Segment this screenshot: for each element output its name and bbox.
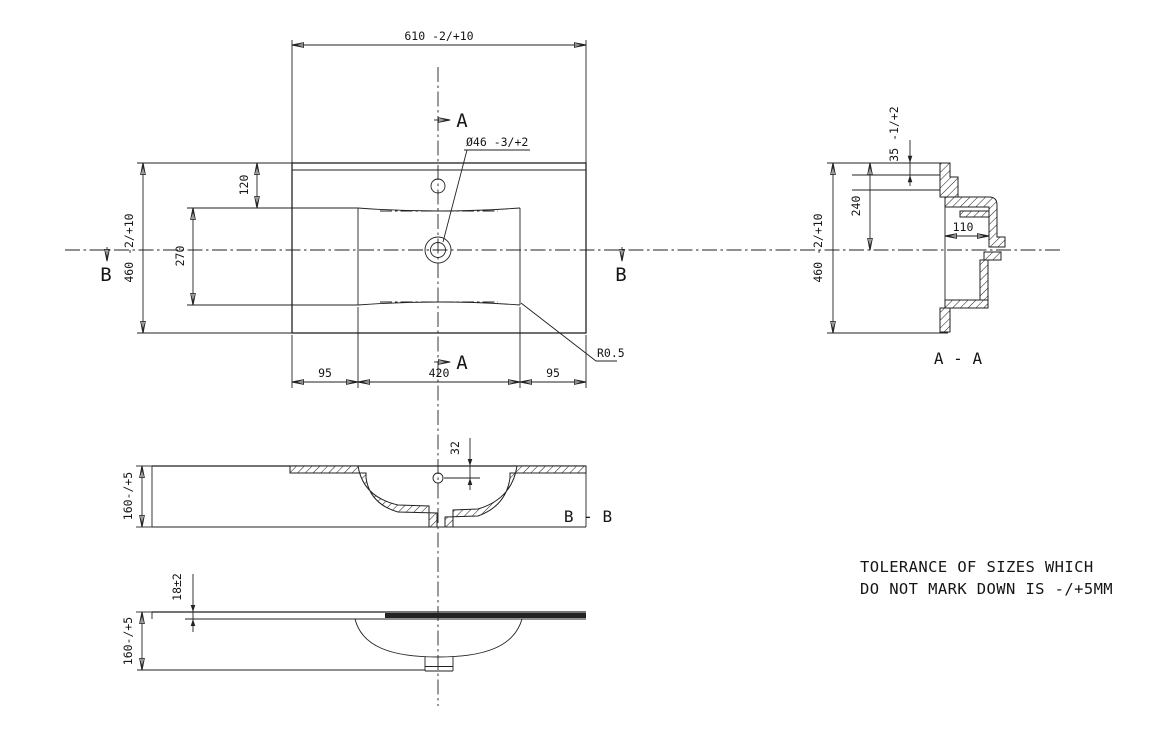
aa-hatched-profile: [939, 162, 1006, 333]
section-marker-b-left: B: [100, 247, 112, 286]
bb-hatched-left: [289, 465, 438, 528]
dim-420-text: 420: [429, 366, 450, 380]
dim-240-text: 240: [849, 196, 863, 217]
section-a-bottom-text: A: [456, 352, 468, 374]
dim-110: 110: [944, 220, 990, 239]
front-view: 18±2 160-/+5: [121, 573, 586, 672]
section-aa-label: A - A: [934, 349, 983, 368]
dim-120-text: 120: [237, 175, 251, 196]
radius-callout-text: R0.5: [597, 346, 625, 360]
dim-35-text: 35 -1/+2: [887, 106, 901, 161]
section-marker-b-right: B: [615, 247, 627, 286]
dim-32-text: 32: [448, 441, 462, 455]
dim-32: 32: [448, 438, 473, 490]
dim-18-text: 18±2: [170, 573, 184, 601]
basin-outline: [357, 207, 521, 306]
waste-hole-circles: [424, 236, 452, 264]
section-a-top-text: A: [456, 110, 468, 132]
bb-outline: [151, 465, 587, 528]
radius-callout: R0.5: [520, 302, 625, 362]
dim-bottom-row: 95 420 95: [291, 307, 587, 388]
section-marker-a-bottom: A: [434, 352, 468, 374]
front-slab: [151, 611, 586, 620]
dim-35: 35 -1/+2: [887, 106, 913, 186]
dim-110-text: 110: [953, 220, 974, 234]
tolerance-note-line2: DO NOT MARK DOWN IS -/+5MM: [860, 580, 1113, 598]
dim-160-front-text: 160-/+5: [121, 617, 135, 665]
front-bowl-curve: [354, 618, 523, 658]
tolerance-note: TOLERANCE OF SIZES WHICH DO NOT MARK DOW…: [860, 558, 1113, 598]
bb-tap-hole: [432, 472, 444, 484]
dim-610: 610 -2/+10: [291, 29, 587, 163]
section-aa-view: 460 -2/+10 240 35 -1/+2 110 A - A: [811, 106, 1006, 368]
dim-270-text: 270: [173, 246, 187, 267]
tap-hole-circle: [430, 178, 446, 194]
bb-hatched-right: [444, 465, 587, 528]
dim-120: 120: [187, 162, 358, 209]
front-drain-stub: [424, 657, 454, 672]
tolerance-note-line1: TOLERANCE OF SIZES WHICH: [860, 558, 1094, 576]
dim-95-left-text: 95: [318, 366, 332, 380]
section-marker-a-top: A: [434, 110, 468, 132]
plan-view: 610 -2/+10 460 -2/+10 120 270: [100, 29, 627, 388]
plan-outline: [291, 162, 587, 334]
dim-460-aa-text: 460 -2/+10: [811, 213, 825, 282]
dim-270: 270: [173, 207, 358, 306]
section-bb-view: 32 160-/+5 B - B: [121, 438, 612, 528]
tap-hole-callout: Ø46 -3/+2: [442, 135, 530, 243]
dim-160-front: 160-/+5: [121, 611, 152, 671]
section-b-right-text: B: [615, 264, 626, 286]
dim-160-bb: 160-/+5: [121, 465, 152, 528]
section-bb-label: B - B: [564, 507, 612, 526]
dim-18: 18±2: [170, 573, 196, 632]
dim-460-aa: 460 -2/+10: [811, 162, 836, 334]
dim-460-plan: 460 -2/+10: [122, 162, 292, 334]
section-b-left-text: B: [100, 264, 111, 286]
dim-240: 240: [849, 162, 873, 251]
dim-160-bb-text: 160-/+5: [121, 472, 135, 520]
dim-610-text: 610 -2/+10: [404, 29, 473, 43]
tap-hole-callout-text: Ø46 -3/+2: [466, 135, 528, 149]
dim-460-plan-text: 460 -2/+10: [122, 213, 136, 282]
dim-95-right-text: 95: [546, 366, 560, 380]
